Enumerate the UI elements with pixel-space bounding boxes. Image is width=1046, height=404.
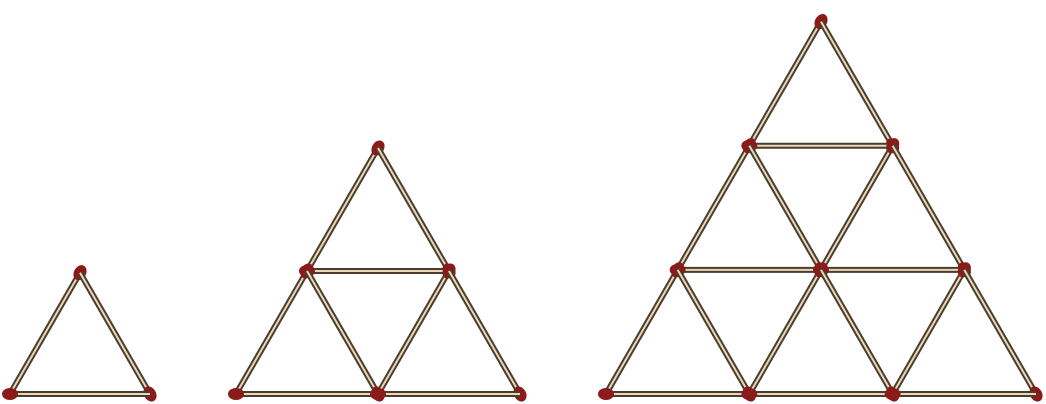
match-head [370, 388, 386, 400]
matchstick-core [678, 146, 750, 270]
matchstick-core [893, 146, 965, 270]
match-head [885, 388, 901, 400]
matchstick-core [10, 273, 80, 394]
matchstick-core [678, 270, 750, 394]
matchstick-core [606, 270, 678, 394]
matchstick-core [449, 271, 520, 394]
figure-3 [598, 12, 1045, 404]
matchstick-core [749, 270, 821, 394]
match-head [228, 388, 244, 400]
matchstick-core [307, 271, 378, 394]
match-head [598, 388, 614, 400]
figure-2 [228, 138, 529, 404]
matchstick-core [821, 146, 893, 270]
matchstick-core [378, 148, 449, 271]
match-head [2, 388, 18, 400]
matchstick-core [236, 271, 307, 394]
matchstick-core [749, 22, 821, 146]
figure-1 [2, 263, 159, 404]
matchstick-core [307, 148, 378, 271]
matchstick-core [821, 22, 893, 146]
matchstick-core [821, 270, 893, 394]
matchstick-core [378, 271, 449, 394]
matchstick-core [749, 146, 821, 270]
matchstick-core [893, 270, 965, 394]
matchstick-core [964, 270, 1036, 394]
matchstick-core [80, 273, 150, 394]
match-head [741, 388, 757, 400]
